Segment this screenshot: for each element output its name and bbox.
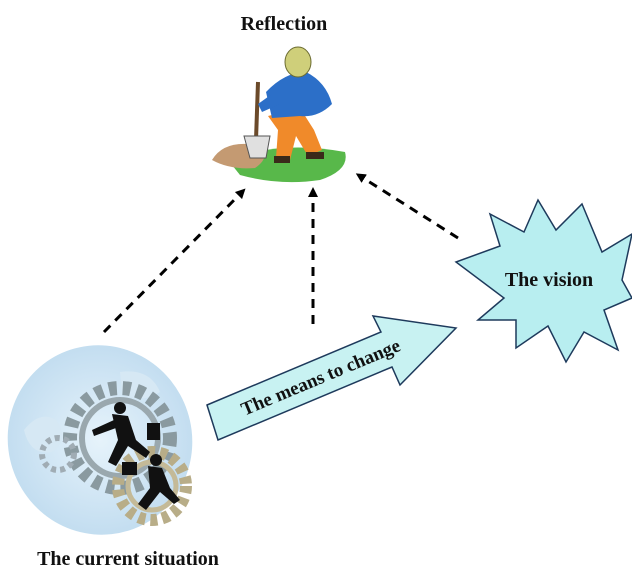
reflection-label: Reflection (241, 13, 328, 35)
dashed-arrow-from-vision (355, 173, 459, 240)
current-situation-label: The current situation (37, 548, 219, 570)
vision-starburst (454, 198, 632, 364)
digging-figure-icon (212, 46, 346, 183)
dashed-arrow-from-current (102, 188, 246, 334)
vision-label: The vision (505, 269, 593, 291)
gears-running-businessmen-icon (7, 345, 193, 535)
means-label: The means to change (238, 335, 403, 420)
means-arrow: The means to change (206, 315, 458, 442)
